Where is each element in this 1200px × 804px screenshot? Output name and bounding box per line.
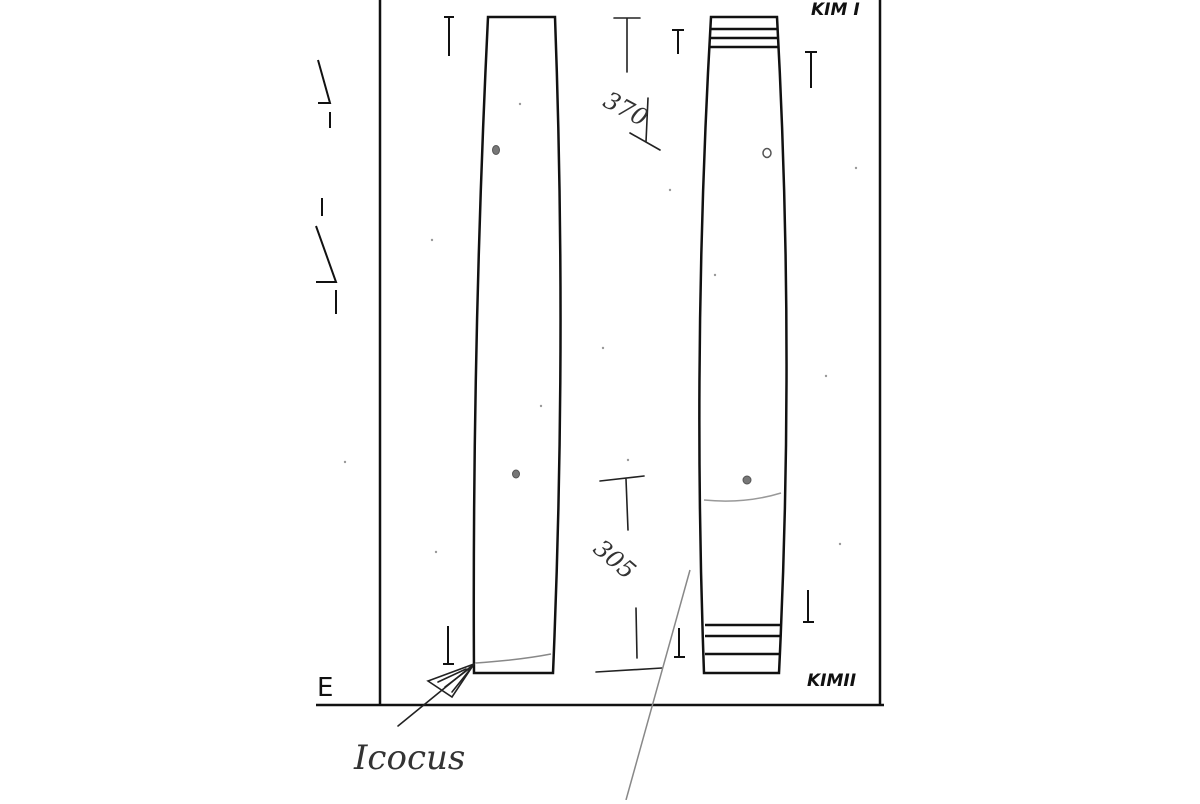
label-letter-e: E — [317, 673, 334, 703]
stave-right — [698, 15, 788, 675]
sheet-frame — [316, 0, 884, 707]
annotation-arrow — [397, 662, 477, 727]
tick-bottom-right — [803, 590, 814, 623]
stave-right-outline — [698, 15, 788, 675]
paper-specks — [343, 102, 858, 554]
stave-left-pencil-line — [475, 653, 552, 664]
pencil-guide-line — [625, 569, 691, 801]
dim-bottom-start-mark — [599, 475, 645, 531]
partial-triangle-bottom — [315, 225, 338, 283]
dim-top-end-mark — [629, 97, 661, 151]
arrow-head-hatching — [437, 666, 473, 693]
partial-triangle-top — [317, 59, 332, 104]
printed-ticks — [443, 16, 817, 665]
label-kim-i: KIM I — [811, 0, 860, 20]
label-kim-ii: KIMII — [807, 671, 857, 691]
tick-bottom-left — [443, 626, 454, 665]
stave-left-outline — [472, 15, 562, 675]
stave-left-hole-bottom — [512, 469, 520, 479]
tick-top-right — [805, 51, 817, 88]
stave-left-hole-top — [492, 145, 500, 155]
tick-top-left — [444, 16, 454, 56]
dim-bottom-end-mark — [595, 607, 663, 673]
annotation-note: Icocus — [354, 738, 466, 778]
tick-top-center — [672, 29, 684, 54]
stave-right-hole-top — [762, 147, 772, 159]
stave-right-pencil-line — [703, 492, 782, 502]
handwritten-dimensions — [595, 17, 663, 673]
stave-right-hole-bottom — [742, 475, 752, 485]
tick-bottom-center — [674, 628, 685, 658]
dim-top-start-mark — [613, 17, 641, 73]
left-partial-shapes — [315, 59, 338, 314]
arrow-head — [426, 662, 477, 699]
stave-left — [472, 15, 562, 675]
